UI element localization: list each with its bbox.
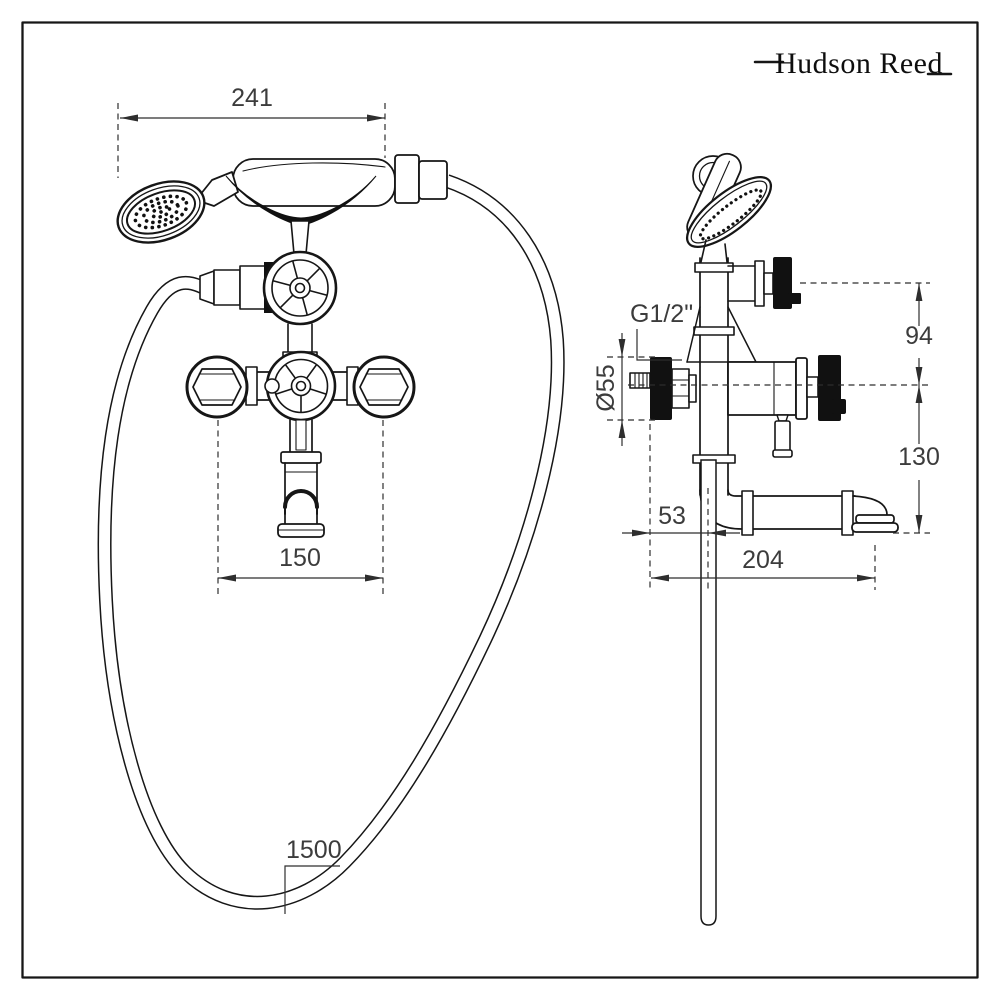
dim-wall-offset-label: 53: [658, 502, 686, 530]
shower-head-nozzles-side: [698, 188, 763, 241]
spout-outlet-flange: [855, 514, 895, 524]
thread-leader: [636, 329, 682, 361]
dimension-overall-width: 241: [117, 84, 386, 178]
right-hex-nut: [359, 368, 409, 406]
brand-logo: Hudson Reed: [753, 47, 953, 80]
dimension-thread-size: G1/2": [630, 300, 693, 361]
hose-core: [99, 175, 564, 909]
dim-overall-width-label: 241: [231, 84, 273, 112]
right-valve-union: [352, 355, 416, 419]
hose-length-leader: [284, 865, 340, 914]
front-view: 241 150 1500: [97, 84, 565, 914]
diverter-lever-side: [774, 420, 791, 453]
dimension-valve-centres: 150: [217, 420, 384, 598]
spout-side: [699, 489, 899, 536]
logo-text: Hudson Reed: [775, 47, 943, 80]
spout-arch: [283, 489, 319, 509]
dim-spout-reach-label: 204: [742, 546, 784, 574]
handset-front: [195, 154, 448, 207]
handset-neck: [195, 171, 239, 207]
dim-hose-length-label: 1500: [286, 836, 342, 864]
main-wheel-spokes: [275, 364, 327, 413]
union-nut-side: [671, 368, 690, 409]
wall-union-side: [629, 357, 697, 420]
diverter-knob-black: [773, 257, 792, 309]
shower-hose-loop: [97, 174, 565, 910]
cradle-hook: [225, 175, 377, 226]
side-view: G1/2" Ø55 94 130: [592, 152, 940, 926]
diverter-wheel-spokes: [273, 261, 327, 315]
dim-diverter-height-label: 94: [905, 322, 933, 350]
dim-valve-centres-label: 150: [279, 544, 321, 572]
dimension-escutcheon-diameter: Ø55: [592, 333, 657, 446]
dimension-hose-length: 1500: [284, 836, 342, 914]
dimension-spout-height: 130: [898, 385, 940, 533]
dimension-wall-offset: 53: [622, 502, 740, 537]
dim-spout-height-label: 130: [898, 443, 940, 471]
escutcheon-side-black: [650, 357, 672, 420]
mixer-body-side: [727, 355, 846, 458]
hose-drop-side: [700, 459, 717, 926]
wheel-side-ball: [264, 378, 280, 394]
dimension-spout-reach: 204: [651, 546, 875, 582]
main-control-wheel: [264, 350, 337, 422]
shower-head-front: [116, 180, 206, 244]
dim-escutcheon-diameter-label: Ø55: [592, 364, 620, 411]
diverter-wheel: [262, 250, 338, 326]
shower-head-spray-nozzles: [133, 194, 189, 230]
left-valve-union: [185, 355, 249, 419]
handset-side: [686, 152, 772, 248]
sheet-border: [21, 21, 979, 979]
dim-thread-label: G1/2": [630, 300, 693, 328]
diverter-knob-side: [727, 257, 801, 309]
left-hex-nut: [192, 368, 242, 406]
shower-head-side: [686, 176, 772, 248]
handset-hose-nut: [418, 160, 448, 200]
tub-spout-front: [277, 419, 325, 538]
dimension-diverter-height: 94: [905, 283, 933, 385]
cradle-stem: [290, 220, 310, 255]
